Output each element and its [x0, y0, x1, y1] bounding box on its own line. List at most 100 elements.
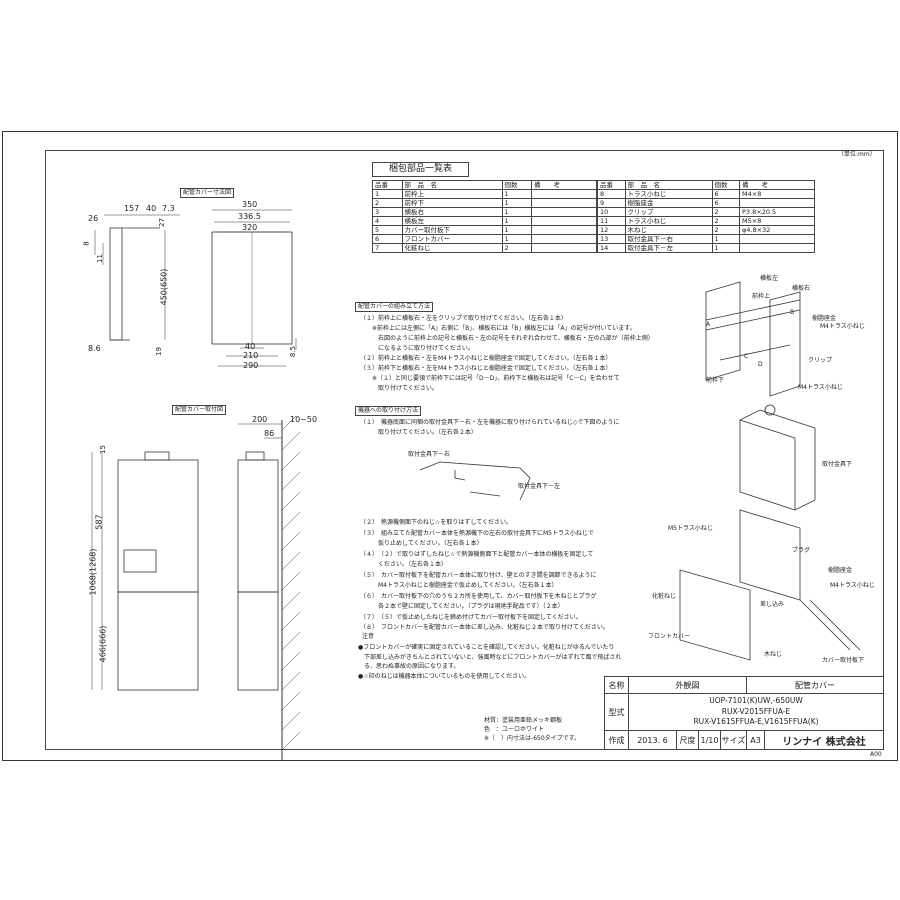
dim-40b: 40 — [245, 342, 256, 351]
parts-cell-note: P3.8×20.5 — [739, 207, 815, 217]
parts-cell-no: 6 — [372, 234, 403, 244]
parts-cell-name: カバー取付板下 — [401, 225, 503, 235]
parts-cell-name: フロントカバー — [401, 234, 503, 244]
parts-cell-qty: 2 — [711, 216, 740, 226]
dim-320: 320 — [242, 223, 258, 232]
parts-cell-note: M4×8 — [739, 189, 815, 199]
parts-table-header: 品番 部 品 名 個数 備 考 — [597, 180, 815, 190]
parts-cell-qty: 1 — [501, 216, 532, 226]
text-line: （３） 組み立てた配管カバー本体を熱源機下の左右の取付金具下にM5トラス小ねじで — [360, 529, 594, 537]
header-note: 備 考 — [739, 180, 815, 190]
callout-kanagu-ue: 取付金具下－右 — [408, 451, 451, 458]
mount-steps-a: （１） 機器底面に同梱の取付金具下－右・左を機器に取り付けられているねじ◇で下図… — [360, 418, 619, 438]
parts-cell-note — [739, 243, 815, 253]
text-line: 各２本で壁に固定してください。（プラグは現地手配品です）（２本） — [360, 603, 564, 610]
parts-cell-name: 化粧ねじ — [401, 243, 503, 253]
dim-8-6: 8.6 — [88, 344, 101, 353]
parts-cell-name: トラス小ねじ — [624, 189, 713, 199]
dim-19: 19 — [154, 347, 163, 356]
front-view-drawing — [211, 209, 297, 367]
text-line: る、思わぬ事故の原因になります。 — [358, 663, 460, 670]
dim-290: 290 — [243, 361, 259, 370]
callout-mokuneji: 木ねじ — [764, 651, 783, 658]
callout-a: A — [706, 321, 711, 328]
parts-cell-qty: 2 — [501, 243, 532, 253]
callout-b: B — [790, 309, 795, 316]
callout-sashikomi: 差し込み — [760, 601, 785, 608]
text-line: （１）前枠上に横板右・左をクリップで取り付けてください。（左右各１本） — [360, 315, 567, 322]
dim-210: 210 — [243, 351, 259, 360]
date-value: 2013. 6 — [629, 731, 677, 750]
text-line: ※前枠上には左側に「A」右側に「B」、横板右には「B」横板左には「A」の記号が付… — [360, 325, 636, 332]
callout-kanagu-shita: 取付金具下－左 — [518, 483, 561, 490]
parts-cell-name: トラス小ねじ — [624, 216, 713, 226]
parts-cell-no: 7 — [372, 243, 403, 253]
material-lines: 材質：塗装用亜鉛メッキ鋼板色 ：ユーロホワイト※（ ）内寸法は-650タイプです… — [484, 716, 580, 743]
parts-cell-name: クリップ — [624, 207, 713, 217]
parts-cell-qty: 1 — [711, 234, 740, 244]
header-note: 備 考 — [531, 180, 597, 190]
parts-cell-no: 4 — [372, 216, 403, 226]
header-qty: 個数 — [711, 180, 740, 190]
drawing-frame — [45, 150, 884, 750]
parts-cell-qty: 2 — [711, 225, 740, 235]
text-line: ※（ ）内寸法は-650タイプです。 — [484, 735, 581, 742]
text-line: 材質：塗装用亜鉛メッキ鋼板 — [484, 717, 563, 724]
scale-value: 1/10 — [699, 731, 721, 750]
header-no: 品番 — [597, 180, 626, 190]
callout-mae-ue: 前枠上 — [752, 293, 771, 300]
parts-cell-note — [531, 198, 597, 208]
callout-plug: プラグ — [792, 547, 811, 554]
dim-450: 450(650) — [159, 268, 169, 306]
callout-m4-truss3: M4トラス小ねじ — [830, 582, 875, 589]
text-line: （６） カバー取付板下の穴のうち２カ所を使用して、カバー取付板下を木ねじとプラグ — [360, 592, 597, 600]
text-line: 右図のように前枠上の記号と横板右・左の記号をそれぞれ合わせて、横板右・左の凸部が… — [360, 335, 654, 342]
parts-cell-no: 11 — [597, 216, 626, 226]
parts-cell-name: 前枠下 — [401, 198, 503, 208]
parts-cell-qty: 1 — [501, 225, 532, 235]
parts-cell-qty: 2 — [711, 207, 740, 217]
callout-m4-truss2: M4トラス小ねじ — [798, 384, 843, 391]
parts-cell-note: M5×8 — [739, 216, 815, 226]
dim-40: 40 — [146, 204, 157, 213]
parts-cell-qty: 1 — [501, 207, 532, 217]
text-line: 下部差し込みがきちんとされていないと、強風時などにフロントカバーがはずれて風で飛… — [358, 653, 622, 661]
text-line: （１） 機器底面に同梱の取付金具下－右・左を機器に取り付けられているねじ◇で下図… — [360, 419, 620, 426]
name-label: 名称 — [605, 677, 629, 693]
text-line: M4トラス小ねじと樹脂座金で仮止めしてください。（左右各１本） — [360, 582, 558, 589]
bracket-sketch — [419, 461, 531, 501]
parts-cell-no: 14 — [597, 243, 626, 253]
parts-cell-note — [739, 198, 815, 208]
callout-yokoita-migi: 横板右 — [792, 285, 811, 292]
text-line: （８） フロントカバーを配管カバー本体に差し込み、化粧ねじ２本で取り付けてくださ… — [360, 624, 609, 631]
assembly-steps: （１）前枠上に横板右・左をクリップで取り付けてください。（左右各１本） ※前枠上… — [360, 314, 654, 394]
parts-cell-name: 木ねじ — [624, 225, 713, 235]
size-label: サイズ — [721, 731, 747, 750]
dimension-view-title: 配管カバー寸法図 — [180, 188, 235, 198]
parts-table-title: 梱包部品一覧表 — [372, 162, 470, 177]
dim-26: 26 — [88, 214, 99, 223]
text-line: （２） 熱源機側面下のねじ☆を取りはずしてください。 — [360, 519, 513, 526]
install-side-drawing — [237, 415, 301, 760]
caution-title: 注意 — [362, 633, 375, 640]
parts-cell-no: 8 — [597, 189, 626, 199]
parts-cell-note — [531, 189, 597, 199]
size-value: A3 — [747, 731, 765, 750]
text-line: 仮り止めしてください。（左右各１本） — [360, 540, 483, 547]
parts-cell-qty: 1 — [711, 243, 740, 253]
parts-cell-qty: 6 — [711, 198, 740, 208]
parts-cell-note — [531, 216, 597, 226]
side-view-drawing — [94, 214, 180, 341]
company-name: リンナイ 株式会社 — [782, 737, 866, 748]
callout-m5-truss: M5トラス小ねじ — [668, 525, 713, 532]
